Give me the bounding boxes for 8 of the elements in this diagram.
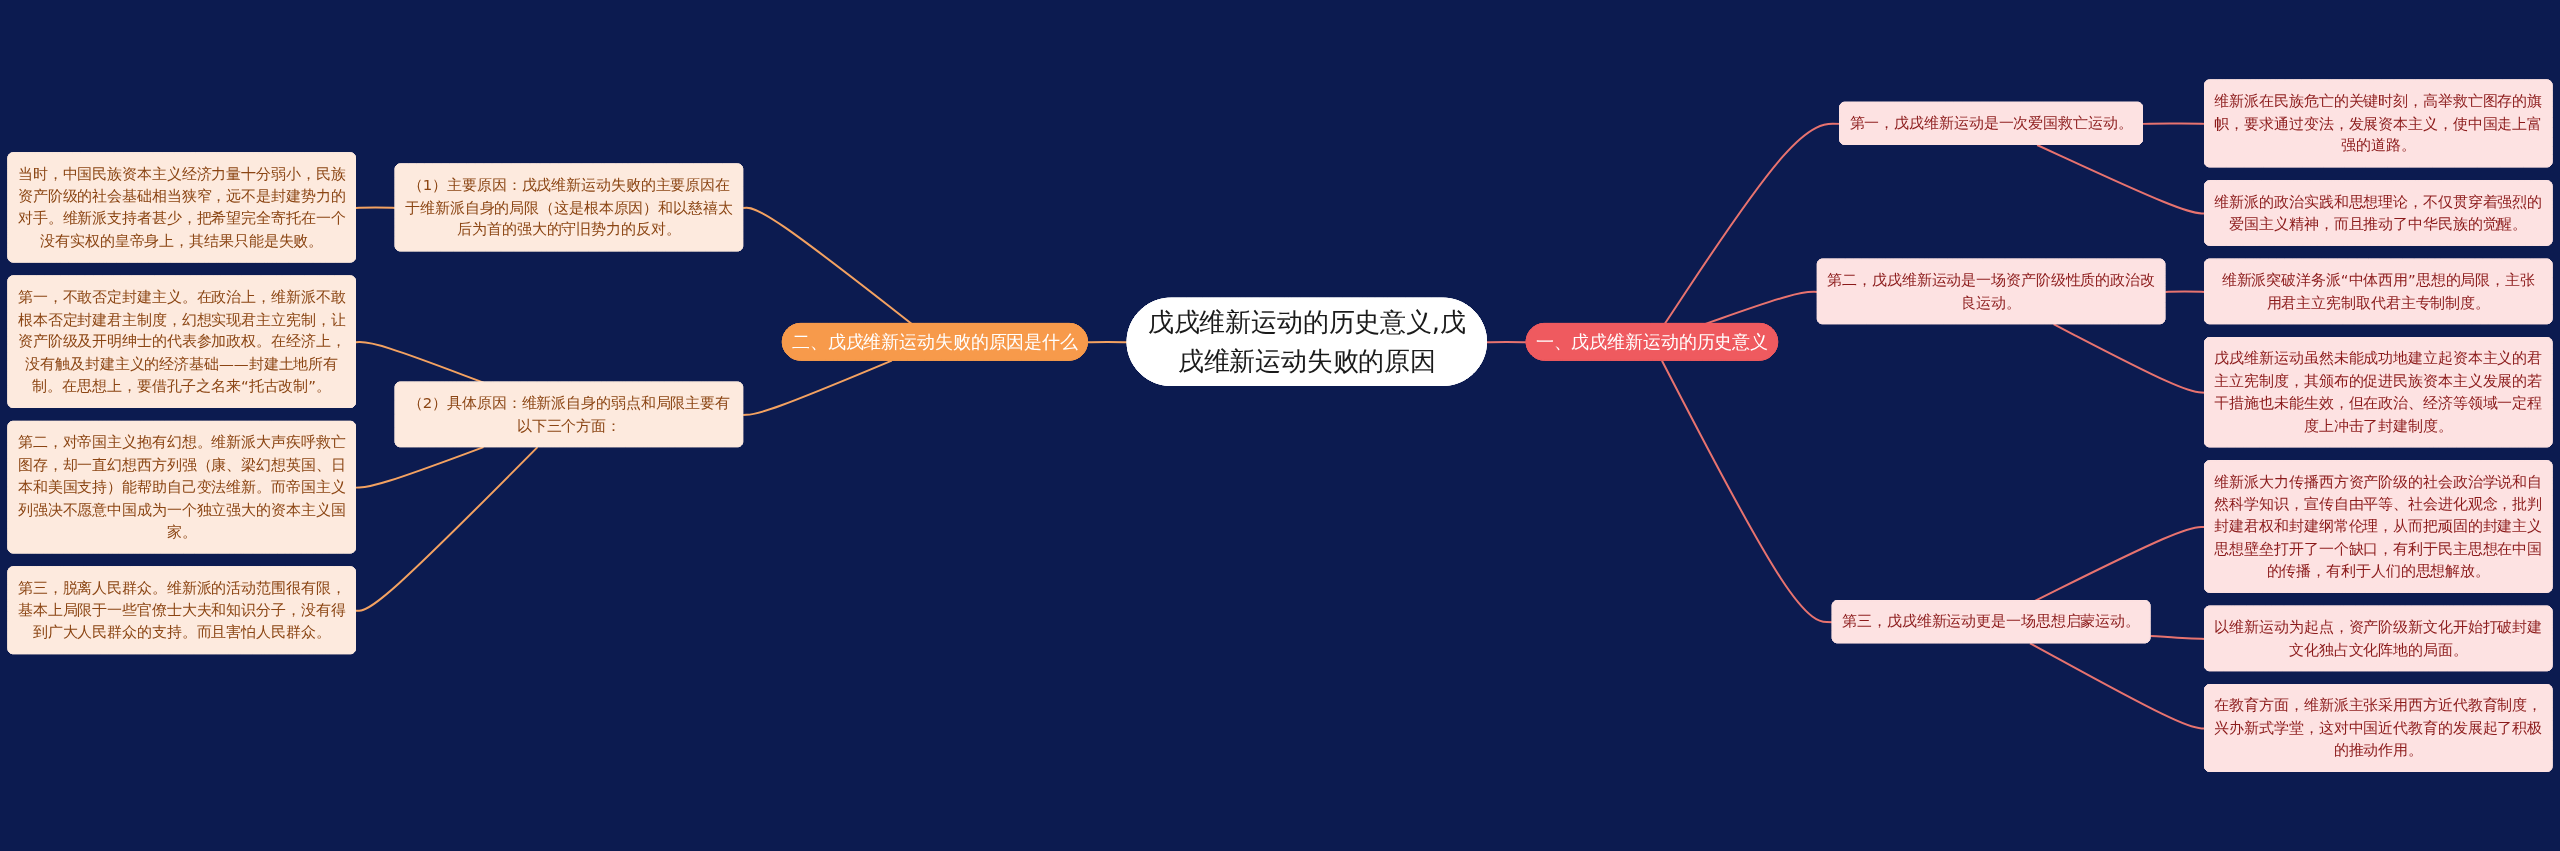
connector	[1660, 359, 1834, 623]
connector	[1086, 340, 1129, 344]
connector	[742, 206, 913, 325]
connector	[354, 206, 397, 209]
connector	[742, 359, 893, 416]
connector	[354, 445, 539, 612]
connector	[1486, 340, 1528, 344]
connector	[354, 445, 485, 489]
